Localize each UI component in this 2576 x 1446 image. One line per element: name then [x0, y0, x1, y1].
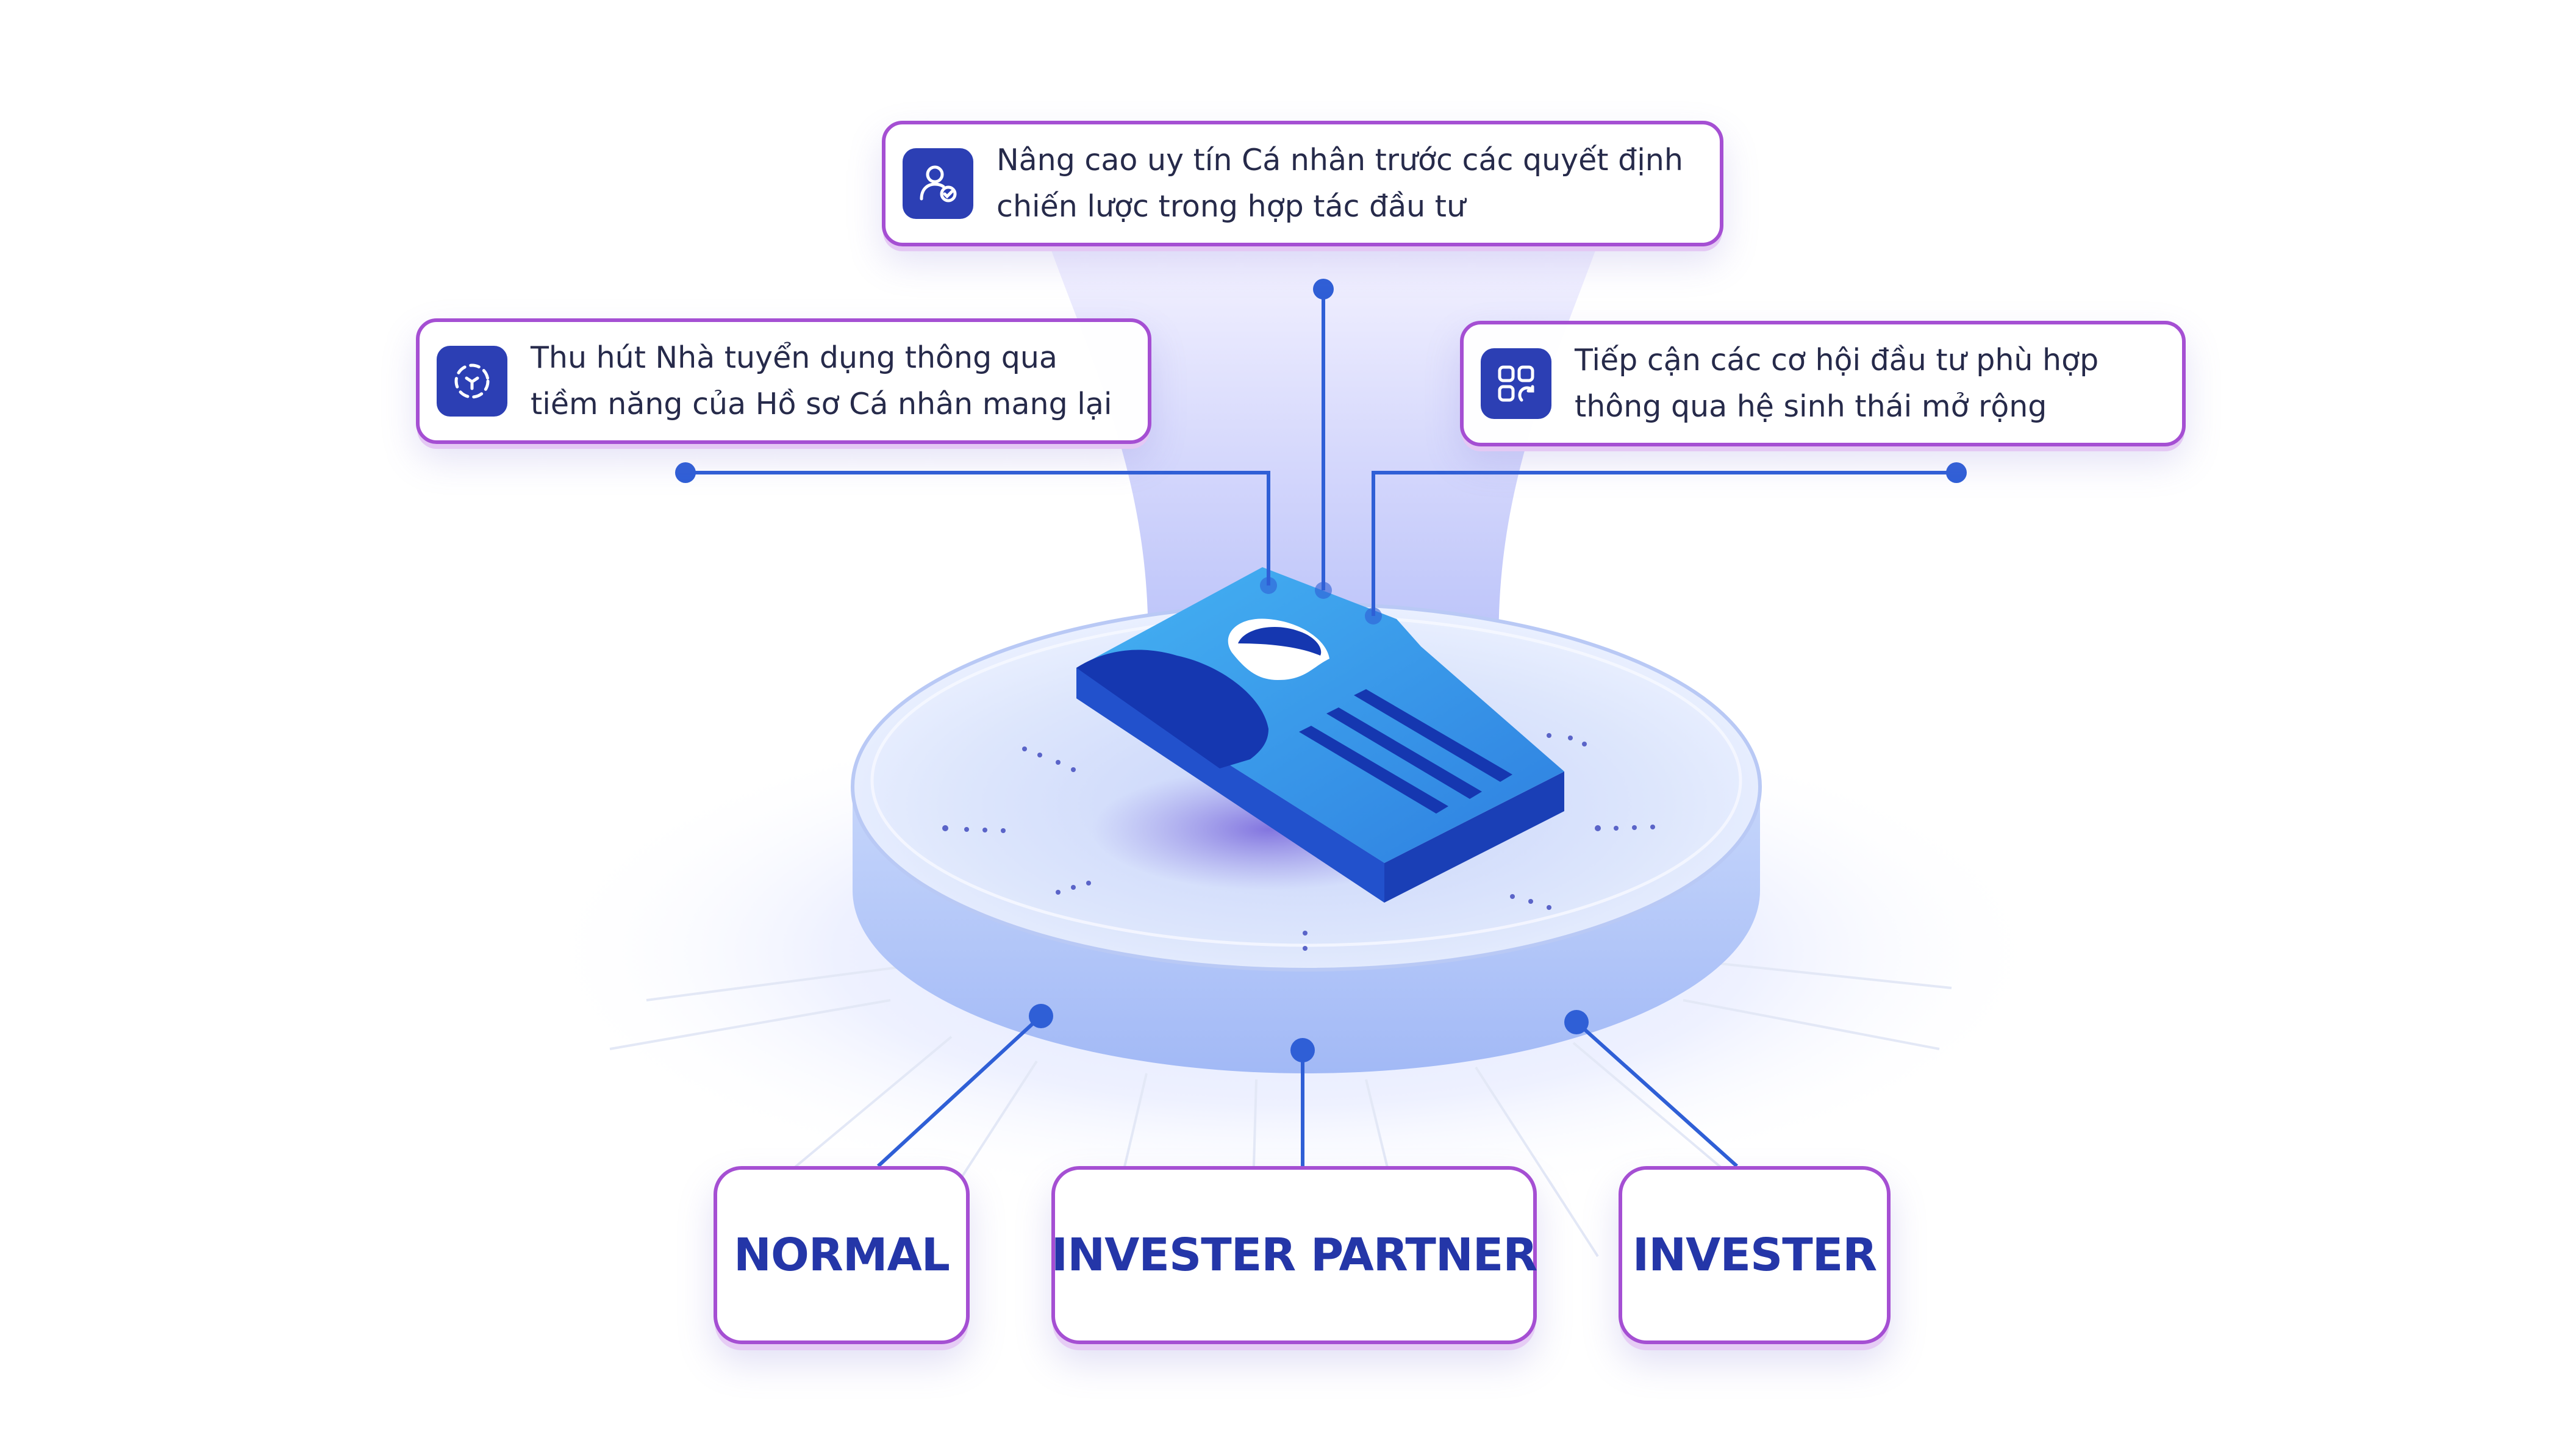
- tier-invester: INVESTER: [1619, 1166, 1891, 1344]
- benefit-text: Nâng cao uy tín Cá nhân trước các quyết …: [996, 143, 1683, 224]
- scan-focus-icon: [437, 346, 507, 417]
- tier-label: INVESTER PARTNER: [1051, 1229, 1538, 1281]
- tier-normal: NORMAL: [714, 1166, 970, 1344]
- disc-dots: [942, 733, 1655, 951]
- tier-connectors: [876, 1014, 1739, 1168]
- ecosystem-apps-icon: [1481, 348, 1551, 419]
- benefit-card-recruiters: Thu hút Nhà tuyển dụng thông qua tiềm nă…: [416, 318, 1151, 444]
- benefit-card-opportunities: Tiếp cận các cơ hội đầu tư phù hợp thông…: [1460, 321, 2186, 446]
- tier-label: NORMAL: [734, 1229, 950, 1281]
- benefit-card-credibility: Nâng cao uy tín Cá nhân trước các quyết …: [882, 121, 1723, 246]
- tier-invester-partner: INVESTER PARTNER: [1051, 1166, 1537, 1344]
- benefit-connectors: [685, 289, 1956, 616]
- tier-label: INVESTER: [1632, 1229, 1878, 1281]
- benefit-text: Tiếp cận các cơ hội đầu tư phù hợp thông…: [1575, 343, 2099, 424]
- tier-connector-dots: [1029, 1004, 1589, 1062]
- profile-card-illustration: [1076, 567, 1564, 903]
- user-check-icon: [903, 148, 973, 219]
- benefit-connector-dots: [675, 279, 1967, 625]
- benefit-text: Thu hút Nhà tuyển dụng thông qua tiềm nă…: [531, 340, 1112, 421]
